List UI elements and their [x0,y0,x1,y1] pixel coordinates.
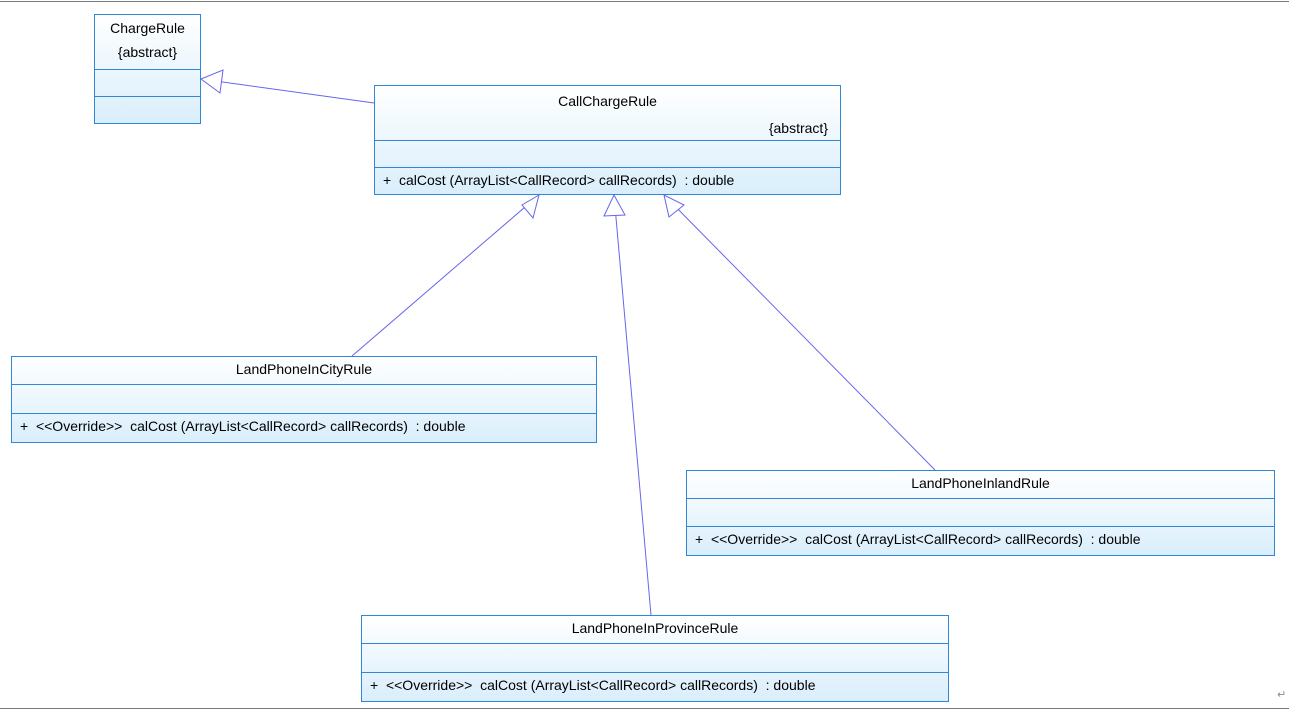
operations-compartment [95,96,200,123]
attributes-compartment [95,69,200,96]
class-header: LandPhoneInlandRule [687,471,1274,498]
operation-calcost: + <<Override>> calCost (ArrayList<CallRe… [20,418,466,434]
document-bottom-rule [0,708,1289,709]
edge-callchargerule-to-chargerule [200,78,375,104]
operation-calcost: + <<Override>> calCost (ArrayList<CallRe… [370,677,816,693]
class-land-phone-in-province-rule[interactable]: LandPhoneInProvinceRule + <<Override>> c… [361,615,949,702]
class-header: CallChargeRule {abstract} [375,86,840,140]
operation-calcost: + <<Override>> calCost (ArrayList<CallRe… [695,531,1141,548]
class-name: LandPhoneInlandRule [911,475,1050,491]
class-call-charge-rule[interactable]: CallChargeRule {abstract} + calCost (Arr… [374,85,841,195]
class-header: LandPhoneInCityRule [12,357,596,384]
class-header: LandPhoneInProvinceRule [362,616,948,643]
operation-calcost: + calCost (ArrayList<CallRecord> callRec… [383,171,735,188]
abstract-stereotype: {abstract} [768,120,828,136]
operations-compartment: + <<Override>> calCost (ArrayList<CallRe… [687,526,1274,555]
generalization-arrowhead [603,193,626,217]
attributes-compartment [375,140,840,167]
paragraph-mark-icon: ↵ [1277,689,1287,701]
class-header: ChargeRule {abstract} [95,15,200,69]
generalization-arrowhead [663,194,685,218]
generalization-arrowhead [521,193,540,220]
attributes-compartment [362,643,948,672]
class-land-phone-inland-rule[interactable]: LandPhoneInlandRule + <<Override>> calCo… [686,470,1275,556]
class-land-phone-in-city-rule[interactable]: LandPhoneInCityRule + <<Override>> calCo… [11,356,597,443]
operations-compartment: + <<Override>> calCost (ArrayList<CallRe… [362,672,948,701]
edge-landphoneincityrule-to-callchargerule [351,194,540,357]
class-name: CallChargeRule [558,93,657,109]
generalization-arrowhead [199,69,224,94]
edge-landphoneinlandrule-to-callchargerule [663,194,936,471]
class-name: ChargeRule [110,20,185,36]
edge-landphoneinprovincerule-to-callchargerule [613,194,652,616]
document-top-rule [0,1,1289,2]
class-name: LandPhoneInProvinceRule [571,620,739,636]
attributes-compartment [12,384,596,413]
class-name: LandPhoneInCityRule [235,361,373,377]
operations-compartment: + calCost (ArrayList<CallRecord> callRec… [375,166,840,194]
class-charge-rule[interactable]: ChargeRule {abstract} [94,14,201,124]
operations-compartment: + <<Override>> calCost (ArrayList<CallRe… [12,413,596,442]
attributes-compartment [687,497,1274,527]
abstract-stereotype: {abstract} [117,44,178,60]
